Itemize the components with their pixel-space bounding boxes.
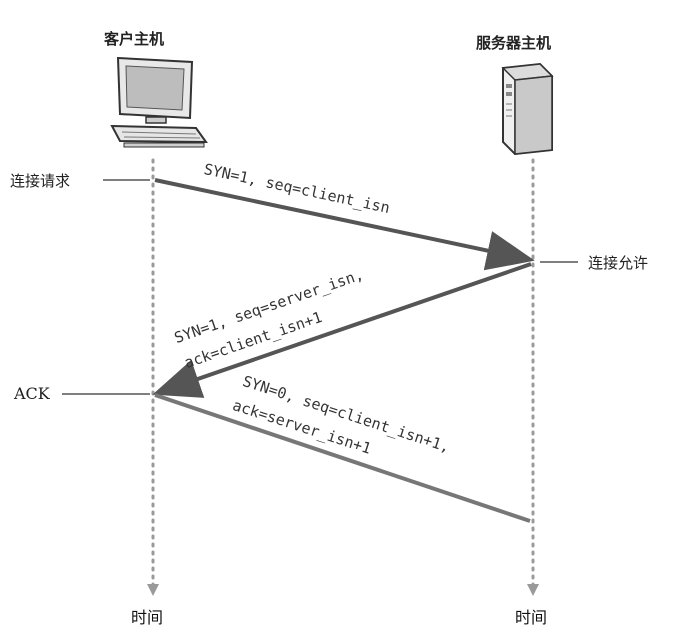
server-icon xyxy=(501,62,554,156)
client-time-label: 时间 xyxy=(131,608,164,627)
client-host-title: 客户主机 xyxy=(104,30,165,48)
server-time-label: 时间 xyxy=(515,608,548,627)
connect-granted-label: 连接允许 xyxy=(588,254,649,272)
ack-arrow xyxy=(154,393,531,523)
ack-label: ACK xyxy=(14,384,50,403)
synack-arrow xyxy=(152,262,532,398)
server-time-arrow-icon xyxy=(527,584,539,596)
client-time-arrow-icon xyxy=(147,584,159,596)
server-host-title: 服务器主机 xyxy=(476,34,552,52)
computer-icon xyxy=(110,56,208,148)
connect-request-label: 连接请求 xyxy=(10,172,71,190)
syn-arrow xyxy=(154,178,535,271)
